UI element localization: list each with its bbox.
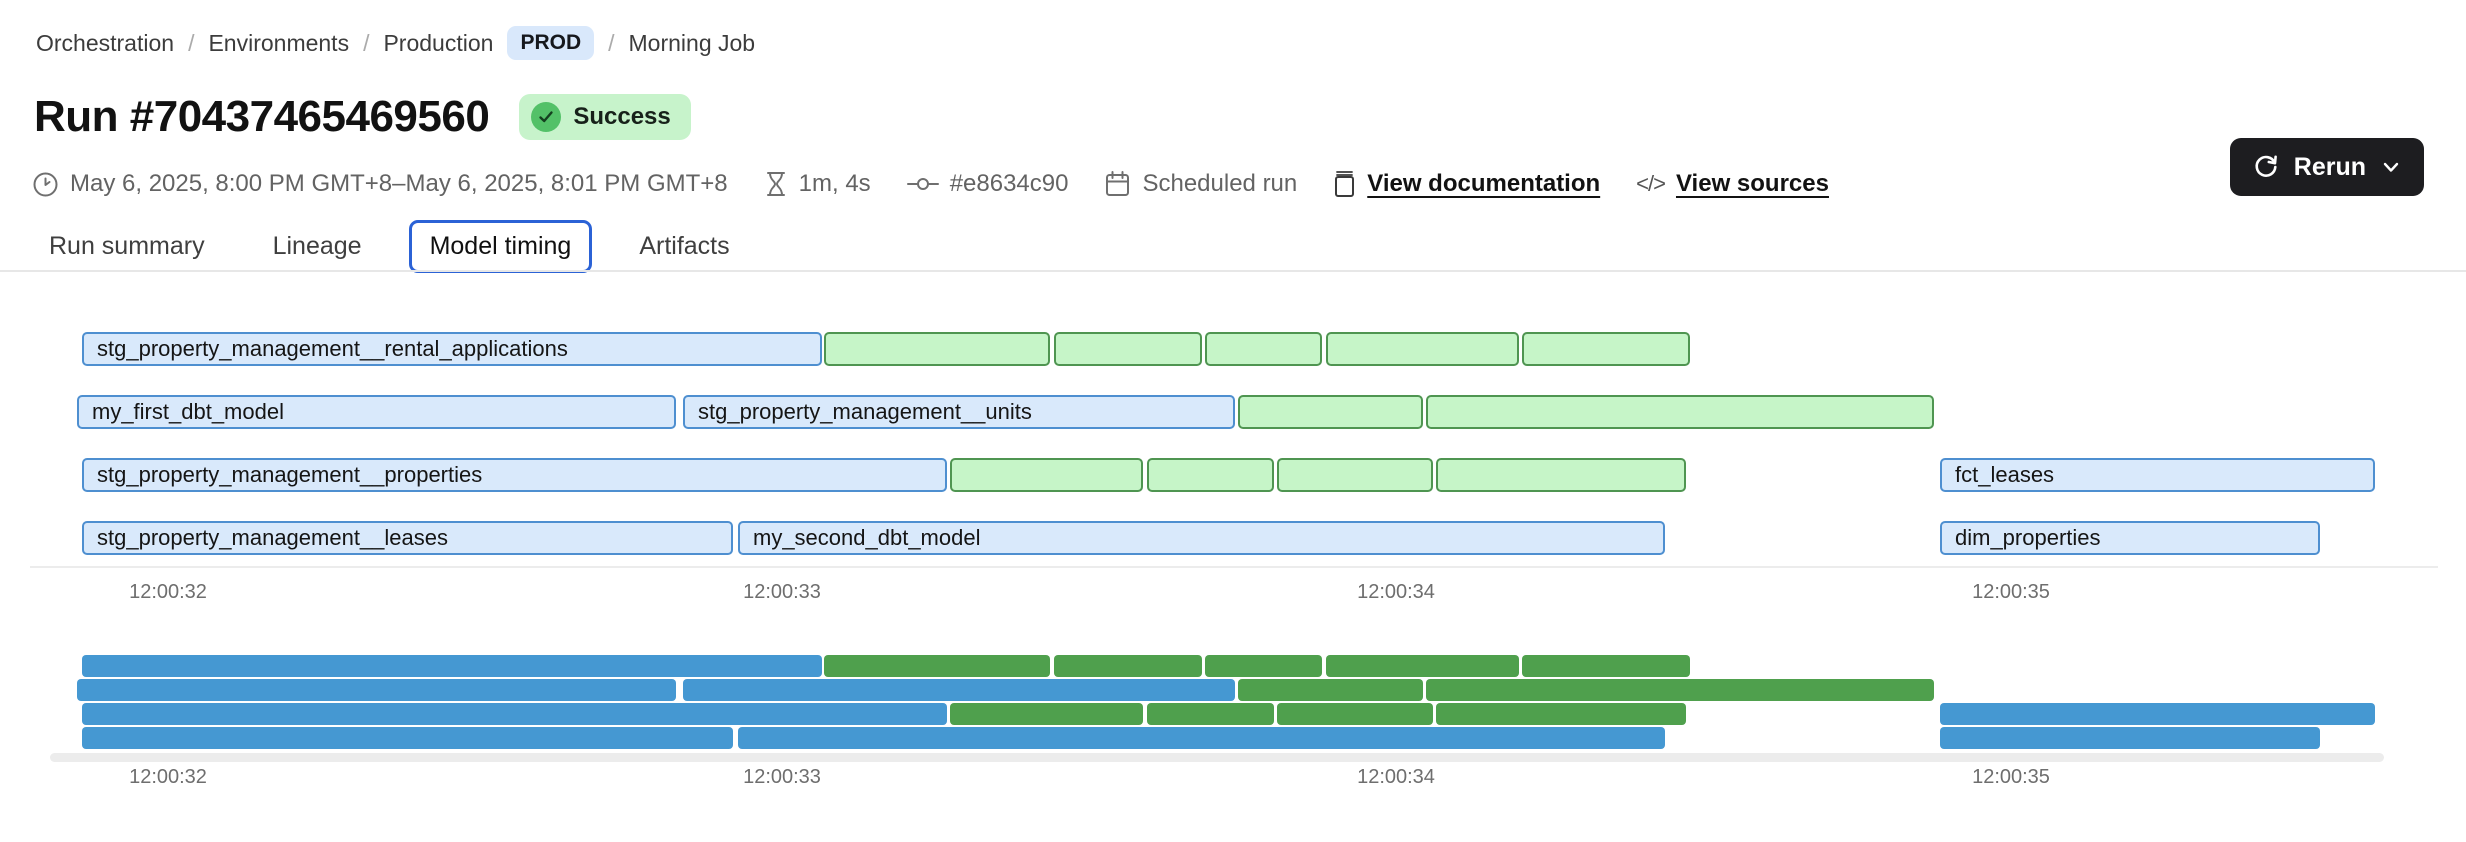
minimap-bar [950,703,1143,725]
axis-tick-label: 12:00:34 [1357,766,1435,788]
axis-tick-label: 12:00:34 [1357,581,1435,603]
run-tabs: Run summary Lineage Model timing Artifac… [28,220,751,273]
timing-bar[interactable] [1054,332,1202,366]
axis-tick-label: 12:00:35 [1972,766,2050,788]
run-duration-text: 1m, 4s [798,170,871,197]
title-row: Run #70437465469560 Success [34,92,691,142]
timing-bar[interactable] [1522,332,1690,366]
minimap-bar [1326,655,1519,677]
run-time-range-text: May 6, 2025, 8:00 PM GMT+8–May 6, 2025, … [70,170,728,197]
minimap-bar [1436,703,1686,725]
breadcrumb-separator: / [188,29,195,56]
hourglass-icon [764,170,788,198]
axis-tick-label: 12:00:33 [743,766,821,788]
timing-bar[interactable] [1426,395,1934,429]
minimap-bar [1277,703,1433,725]
minimap-bar [1940,727,2320,749]
timing-bar[interactable] [1147,458,1274,492]
axis-tick-label: 12:00:33 [743,581,821,603]
view-sources[interactable]: </> View sources [1636,170,1829,198]
timing-bar-label: stg_property_management__rental_applicat… [97,336,568,361]
timing-bar[interactable] [950,458,1143,492]
environment-badge: PROD [507,26,595,60]
page-title: Run #70437465469560 [34,92,490,141]
view-sources-link[interactable]: View sources [1675,170,1829,197]
refresh-icon [2252,153,2280,181]
minimap-bar [77,679,676,701]
status-badge: Success [519,94,691,140]
breadcrumb-item-production[interactable]: Production [383,29,494,56]
rerun-button[interactable]: Rerun [2229,138,2424,196]
breadcrumb-item-orchestration[interactable]: Orchestration [36,29,175,56]
tabs-divider [0,270,2466,272]
minimap-bar [683,679,1235,701]
timing-bar-label: dim_properties [1955,525,2101,550]
run-duration: 1m, 4s [764,170,871,198]
tab-run-summary[interactable]: Run summary [49,232,205,260]
breadcrumb-item-environments[interactable]: Environments [208,29,350,56]
axis-tick-label: 12:00:32 [129,766,207,788]
axis-tick-label: 12:00:32 [129,581,207,603]
timing-bar-label: stg_property_management__leases [97,525,449,550]
run-time-range: May 6, 2025, 8:00 PM GMT+8–May 6, 2025, … [32,170,728,198]
minimap-bar [82,727,733,749]
timing-bar-fct_leases[interactable]: fct_leases [1940,458,2375,492]
timing-bar-stg_property_management__rental_applications[interactable]: stg_property_management__rental_applicat… [82,332,822,366]
clock-icon [32,171,59,198]
timing-bar-label: stg_property_management__properties [97,462,483,487]
minimap-bar [738,727,1665,749]
minimap-scrollbar-track[interactable] [50,753,2384,762]
timing-bar-stg_property_management__units[interactable]: stg_property_management__units [683,395,1235,429]
tab-lineage[interactable]: Lineage [272,232,362,260]
timing-bar[interactable] [1277,458,1433,492]
minimap-bar [1147,703,1274,725]
time-axis-line [30,566,2438,568]
view-documentation[interactable]: View documentation [1333,170,1600,198]
calendar-icon [1104,170,1131,198]
trigger-type: Scheduled run [1104,170,1297,198]
axis-tick-label: 12:00:35 [1972,581,2050,603]
timing-bar-my_first_dbt_model[interactable]: my_first_dbt_model [77,395,676,429]
minimap-bar [1205,655,1322,677]
check-icon [531,102,562,132]
view-documentation-link[interactable]: View documentation [1367,170,1601,197]
git-commit-icon [906,173,939,195]
document-icon [1333,170,1356,198]
minimap-bar [1522,655,1690,677]
breadcrumb: Orchestration / Environments / Productio… [36,26,755,60]
timing-bar-label: my_second_dbt_model [753,525,981,550]
timing-bar[interactable] [824,332,1050,366]
minimap-bar [1238,679,1423,701]
chevron-down-icon[interactable] [2380,156,2402,178]
breadcrumb-separator: / [608,29,615,56]
code-icon: </> [1636,171,1666,196]
minimap-bar [82,655,822,677]
timing-bar-stg_property_management__leases[interactable]: stg_property_management__leases [82,521,733,555]
timing-bar[interactable] [1436,458,1686,492]
minimap-bar [1940,703,2375,725]
trigger-type-text: Scheduled run [1142,170,1298,197]
timing-bar-stg_property_management__properties[interactable]: stg_property_management__properties [82,458,947,492]
timing-bar[interactable] [1205,332,1322,366]
rerun-label: Rerun [2293,152,2366,181]
timing-bar-dim_properties[interactable]: dim_properties [1940,521,2320,555]
tab-model-timing[interactable]: Model timing [408,220,593,273]
commit-hash: #e8634c90 [906,170,1069,198]
timing-bar-my_second_dbt_model[interactable]: my_second_dbt_model [738,521,1665,555]
timing-bar-label: my_first_dbt_model [92,399,284,424]
run-meta-row: May 6, 2025, 8:00 PM GMT+8–May 6, 2025, … [32,170,1829,198]
commit-hash-text[interactable]: #e8634c90 [949,170,1069,197]
breadcrumb-item-morning-job[interactable]: Morning Job [628,29,756,56]
minimap-bar [1426,679,1934,701]
timing-bar[interactable] [1326,332,1519,366]
minimap-bar [1054,655,1202,677]
timing-bar-label: fct_leases [1955,462,2055,487]
timing-bar-label: stg_property_management__units [698,399,1032,424]
tab-artifacts[interactable]: Artifacts [639,232,730,260]
minimap-bar [824,655,1050,677]
status-label: Success [573,103,671,130]
breadcrumb-separator: / [363,29,370,56]
timing-bar[interactable] [1238,395,1423,429]
minimap-bar [82,703,947,725]
